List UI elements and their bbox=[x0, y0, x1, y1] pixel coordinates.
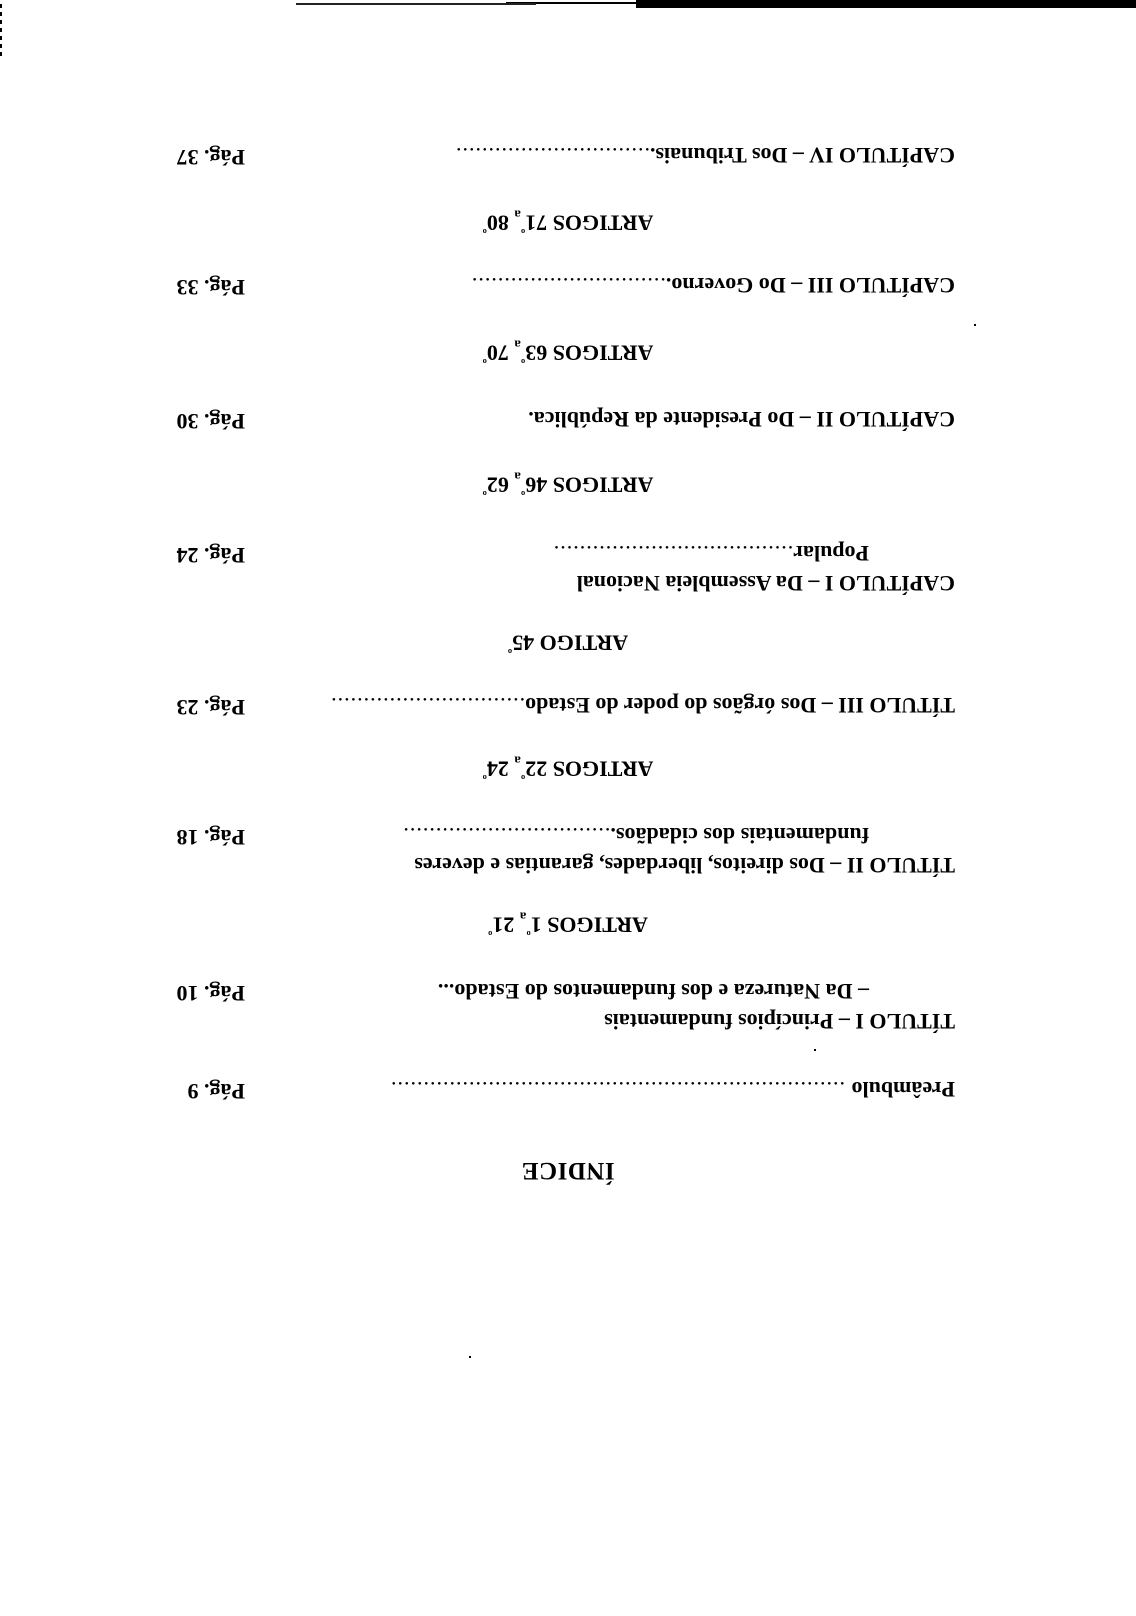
page-ref: Pág. 23 bbox=[176, 695, 245, 720]
page-ref: Pág. 33 bbox=[176, 275, 245, 300]
toc-entry-capitulo-2: CAPÍTULO II – Do Presidente da República… bbox=[528, 404, 955, 434]
leader-dots: .............................. bbox=[470, 273, 666, 298]
toc-entry-capitulo-4: CAPÍTULO IV – Dos Tribunais.............… bbox=[455, 140, 955, 170]
entry-sublabel: Popular bbox=[793, 541, 869, 566]
leader-dots: .............................. bbox=[454, 143, 650, 168]
page-ref: Pág. 18 bbox=[176, 825, 245, 850]
leader-dots: .............................. bbox=[330, 693, 526, 718]
page-ref: Pág. 37 bbox=[176, 145, 245, 170]
entry-label: CAPÍTULO IV – Dos Tribunais. bbox=[649, 143, 955, 168]
page-ref: Pág. 30 bbox=[176, 409, 245, 434]
scan-edge bbox=[296, 3, 536, 5]
page-ref: Pág. 10 bbox=[176, 981, 245, 1006]
toc-entry-titulo-2: TÍTULO II – Dos direitos, liberdades, ga… bbox=[402, 820, 955, 880]
articles-range: ARTIGO 45º bbox=[507, 630, 629, 656]
articles-range: ARTIGOS 46ºa 62º bbox=[482, 469, 654, 498]
leader-dots: ........................................… bbox=[390, 1077, 852, 1102]
articles-range: ARTIGOS 63ºa 70º bbox=[482, 337, 654, 366]
toc-entry-titulo-1: TÍTULO I – Princípios fundamentais – Da … bbox=[438, 976, 955, 1036]
toc-entry-titulo-3: TÍTULO III – Dos órgãos do poder do Esta… bbox=[330, 690, 955, 720]
toc-entry-capitulo-3: CAPÍTULO III – Do Governo...............… bbox=[471, 270, 955, 300]
leader-dots: ................................ bbox=[402, 823, 611, 848]
entry-label: CAPÍTULO III – Do Governo. bbox=[665, 273, 955, 298]
entry-label: CAPÍTULO II – Do Presidente da República… bbox=[528, 407, 955, 432]
page-ref: Pág. 24 bbox=[176, 543, 245, 568]
scan-speck bbox=[814, 1049, 816, 1051]
entry-label: Preâmbulo bbox=[851, 1077, 955, 1102]
entry-sublabel: – Da Natureza e dos fundamentos do Estad… bbox=[437, 979, 869, 1004]
articles-range: ARTIGOS 22ºa 24º bbox=[482, 753, 654, 782]
scan-edge bbox=[506, 2, 1136, 4]
toc-entry-capitulo-1: CAPÍTULO I – Da Assembleia Nacional Popu… bbox=[553, 538, 955, 598]
scan-speck bbox=[469, 1356, 471, 1358]
page-ref: Pág. 9 bbox=[187, 1079, 245, 1104]
articles-range: ARTIGOS 1ºa 21º bbox=[488, 909, 648, 938]
toc-entry-preambulo: Preâmbulo ..............................… bbox=[390, 1074, 955, 1104]
scan-speck bbox=[974, 324, 976, 326]
entry-label: TÍTULO II – Dos direitos, liberdades, ga… bbox=[414, 853, 955, 878]
entry-label: TÍTULO I – Princípios fundamentais bbox=[604, 1009, 955, 1034]
entry-label: TÍTULO III – Dos órgãos do poder do Esta… bbox=[525, 693, 955, 718]
scan-edge bbox=[0, 0, 2, 56]
leader-dots: ..................................... bbox=[552, 541, 794, 566]
articles-range: ARTIGOS 71ºa 80º bbox=[482, 207, 654, 236]
entry-label: CAPÍTULO I – Da Assembleia Nacional bbox=[576, 571, 955, 596]
index-heading: ÍNDICE bbox=[521, 1157, 615, 1184]
entry-sublabel: fundamentais dos cidadãos. bbox=[610, 823, 869, 848]
